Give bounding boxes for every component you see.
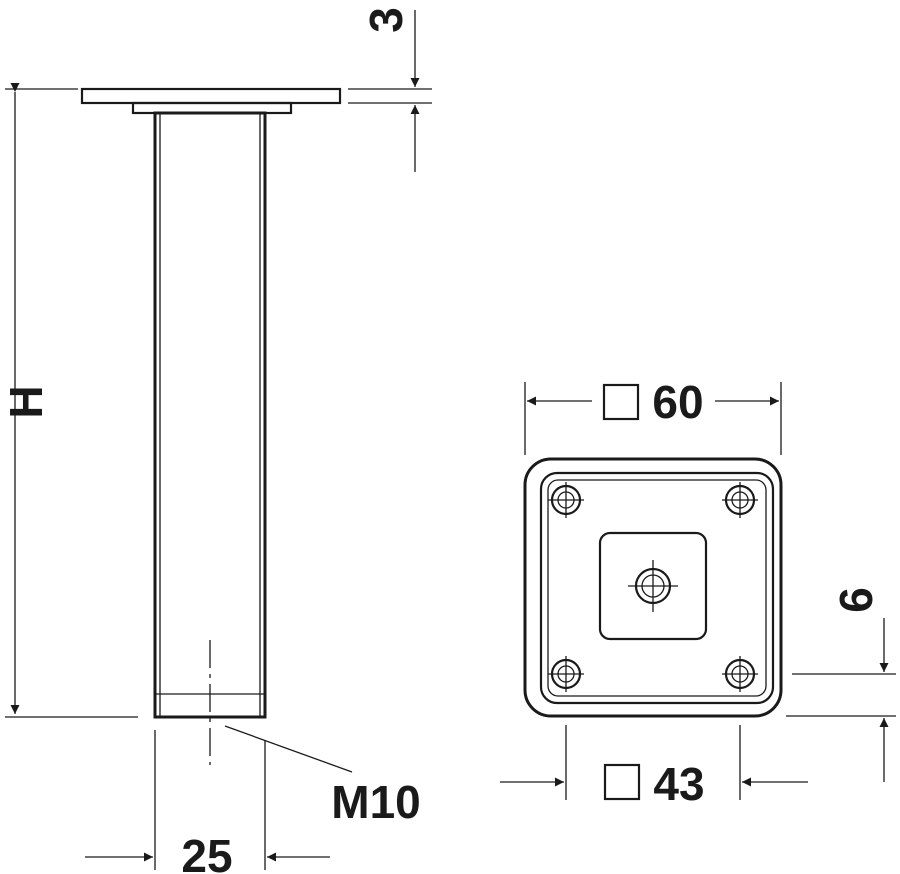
hole-offset-label: 6 [830, 587, 882, 613]
thread-leader [224, 725, 353, 773]
plate-outer [523, 457, 783, 718]
tube-body [153, 111, 267, 719]
thread-label: M10 [331, 776, 420, 828]
width-label: 25 [181, 830, 232, 874]
screw-hole-top-right [722, 482, 758, 518]
plate-inner-frame [547, 479, 767, 697]
hole-spacing-label: 43 [653, 758, 704, 810]
center-boss [598, 531, 708, 641]
plate-size-label: 60 [652, 376, 703, 428]
mounting-plate-side [80, 87, 342, 105]
plate-top-view: 60 43 6 [500, 376, 896, 810]
square-symbol-icon [602, 383, 640, 421]
screw-hole-bottom-right [722, 656, 758, 692]
thickness-label: 3 [360, 7, 412, 33]
plate-inner-contour [539, 471, 775, 705]
side-view: H 3 25 M10 [0, 7, 432, 874]
screw-hole-bottom-left [548, 656, 584, 692]
square-symbol-icon-2 [603, 763, 641, 801]
height-label: H [0, 385, 52, 418]
screw-hole-top-left [548, 482, 584, 518]
